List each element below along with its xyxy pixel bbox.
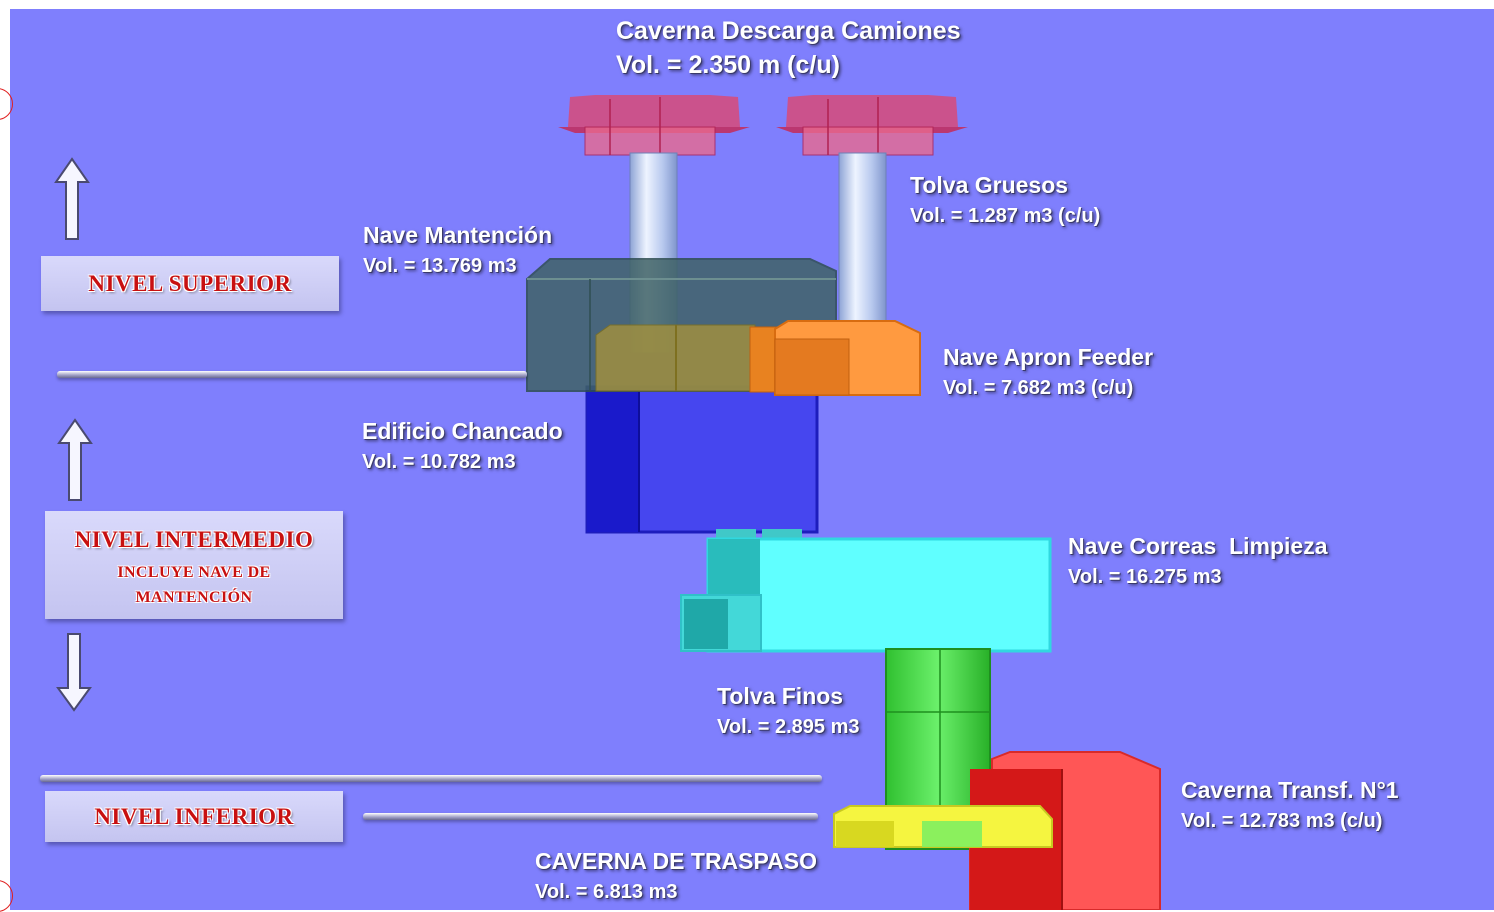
edificio-chancado-title: Edificio Chancado — [362, 418, 563, 444]
caverna-transf-volume: Vol. = 12.783 m3 (c/u) — [1181, 810, 1383, 832]
process-diagram — [526, 95, 1161, 910]
caverna-descarga-title: Caverna Descarga Camiones — [616, 17, 961, 45]
rail-lower-1 — [40, 775, 822, 782]
edificio-chancado-volume: Vol. = 10.782 m3 — [362, 451, 516, 473]
arrow-up-icon — [57, 418, 93, 501]
label-tolva-gruesos: Tolva Gruesos Vol. = 1.287 m3 (c/u) — [910, 170, 1100, 231]
level-superior-label: NIVEL SUPERIOR — [88, 271, 292, 296]
label-nave-apron: Nave Apron Feeder Vol. = 7.682 m3 (c/u) — [943, 342, 1153, 403]
tolva-gruesos-right — [838, 152, 887, 334]
level-inferior-label: NIVEL INFERIOR — [94, 804, 294, 829]
tolva-gruesos-volume: Vol. = 1.287 m3 (c/u) — [910, 205, 1101, 227]
level-intermedio-note-2: MANTENCIÓN — [135, 589, 253, 606]
caverna-transf-title: Caverna Transf. N°1 — [1181, 777, 1399, 803]
nave-correas-limpieza — [680, 529, 1052, 653]
label-caverna-traspaso: CAVERNA DE TRASPASO Vol. = 6.813 m3 — [535, 846, 817, 907]
level-intermedio-label: NIVEL INTERMEDIO — [74, 527, 314, 552]
caverna-traspaso-volume: Vol. = 6.813 m3 — [535, 881, 678, 903]
nave-mantencion-title: Nave Mantención — [363, 222, 553, 248]
tolva-finos-volume: Vol. = 2.895 m3 — [717, 716, 860, 738]
nave-correas-volume: Vol. = 16.275 m3 — [1068, 566, 1222, 588]
caverna-descarga-left — [558, 95, 750, 156]
tolva-finos-title: Tolva Finos — [717, 683, 844, 709]
level-intermedio-note-1: INCLUYE NAVE DE — [117, 564, 271, 581]
nave-mantencion-volume: Vol. = 13.769 m3 — [363, 255, 517, 277]
diagram-canvas: NIVEL SUPERIOR NIVEL INTERMEDIO INCLUYE … — [10, 9, 1494, 910]
label-nave-correas: Nave Correas Limpieza Vol. = 16.275 m3 — [1068, 531, 1328, 592]
nave-apron-title: Nave Apron Feeder — [943, 344, 1154, 370]
caverna-descarga-volume: Vol. = 2.350 m (c/u) — [616, 51, 840, 79]
level-superior: NIVEL SUPERIOR — [41, 256, 339, 311]
level-intermedio: NIVEL INTERMEDIO INCLUYE NAVE DE MANTENC… — [45, 511, 343, 619]
label-caverna-descarga: Caverna Descarga Camiones Vol. = 2.350 m… — [616, 14, 961, 82]
nave-apron-feeder — [595, 320, 921, 396]
edificio-chancado — [585, 385, 819, 534]
level-inferior: NIVEL INFERIOR — [45, 791, 343, 842]
label-caverna-transf: Caverna Transf. N°1 Vol. = 12.783 m3 (c/… — [1181, 775, 1399, 836]
nave-correas-title: Nave Correas Limpieza — [1068, 533, 1328, 559]
rail-upper — [57, 371, 527, 378]
label-nave-mantencion: Nave Mantención Vol. = 13.769 m3 — [363, 220, 552, 281]
rail-lower-2 — [363, 813, 818, 820]
caverna-traspaso-title: CAVERNA DE TRASPASO — [535, 848, 817, 874]
tolva-gruesos-title: Tolva Gruesos — [910, 172, 1069, 198]
caverna-descarga-right — [776, 95, 968, 156]
arrow-down-icon — [56, 633, 92, 712]
nave-apron-volume: Vol. = 7.682 m3 (c/u) — [943, 377, 1134, 399]
arrow-up-icon — [54, 157, 90, 240]
caverna-traspaso — [833, 805, 1053, 848]
label-tolva-finos: Tolva Finos Vol. = 2.895 m3 — [717, 681, 860, 742]
label-edificio-chancado: Edificio Chancado Vol. = 10.782 m3 — [362, 416, 563, 477]
